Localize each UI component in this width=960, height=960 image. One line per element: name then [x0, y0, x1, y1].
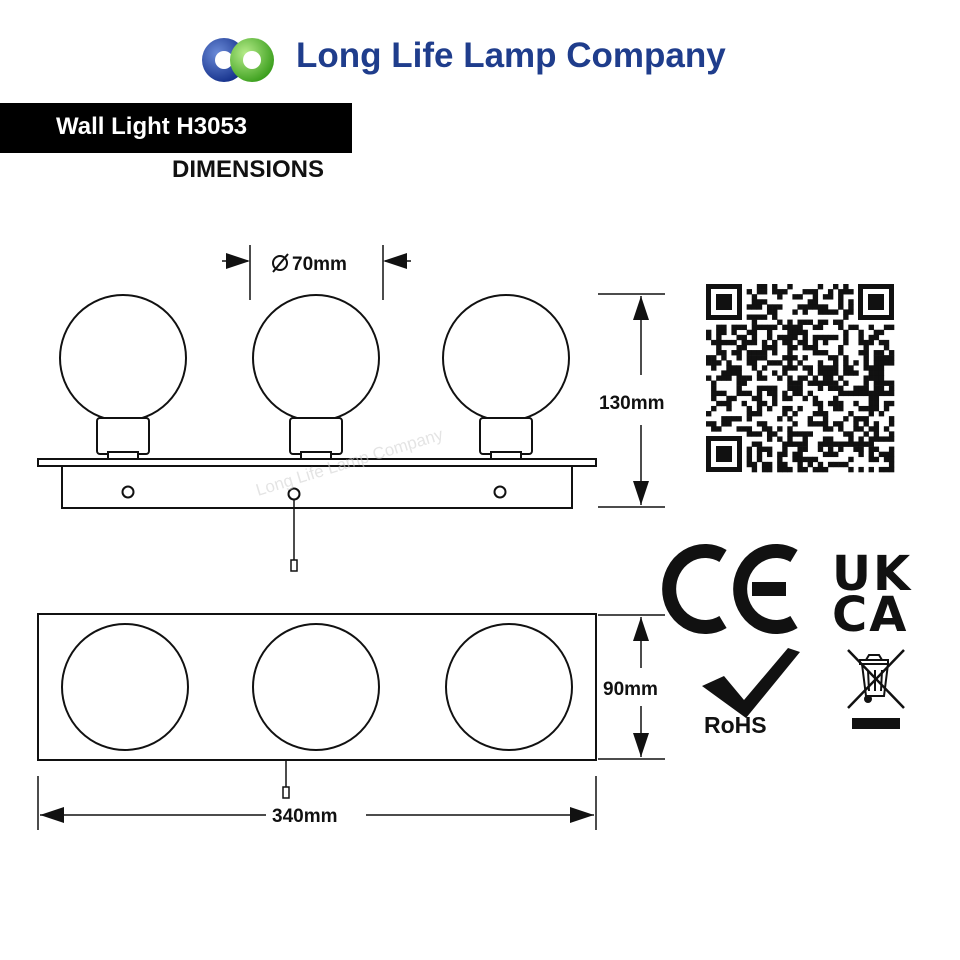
globe-shade-3 [442, 294, 570, 422]
ukca-mark-icon: UK CA [832, 546, 912, 643]
screw-hole-middle [287, 487, 301, 501]
ukca-bottom-text: CA [832, 587, 908, 643]
section-title: DIMENSIONS [172, 156, 325, 183]
depth-dimension [598, 614, 665, 760]
lamp-holder-3 [479, 417, 533, 455]
globe-shade-2 [252, 294, 380, 422]
front-elevation [37, 294, 597, 572]
product-title: Wall Light H3053 [56, 113, 248, 140]
qr-code-icon [704, 282, 896, 474]
width-label: 340mm [272, 806, 338, 827]
brand-name: Long Life Lamp Company [296, 36, 726, 75]
height-label: 130mm [599, 393, 665, 414]
lamp-holder-1 [96, 417, 150, 455]
globe-shade-1 [59, 294, 187, 422]
diameter-symbol-icon [272, 253, 289, 273]
height-dimension [598, 293, 665, 508]
backplate-body [61, 465, 573, 509]
screw-hole-left [121, 485, 135, 499]
top-view-shade-1 [61, 623, 189, 751]
rohs-mark-icon: RoHS [702, 648, 800, 738]
diameter-dimension [222, 245, 411, 300]
depth-label: 90mm [603, 679, 658, 700]
lamp-holder-2 [289, 417, 343, 455]
top-view [37, 613, 597, 799]
brand-logo-icon [202, 38, 274, 82]
title-bar [0, 103, 352, 153]
ukca-top-text: UK [832, 546, 912, 602]
weee-bin-icon [847, 649, 905, 729]
screw-hole-right [493, 485, 507, 499]
rohs-label: RoHS [704, 712, 767, 738]
top-view-shade-2 [252, 623, 380, 751]
diameter-label: 70mm [292, 254, 347, 275]
pull-cord-toggle [290, 559, 298, 572]
ce-mark-icon [662, 544, 798, 634]
top-view-shade-3 [445, 623, 573, 751]
width-dimension [37, 776, 597, 830]
top-view-cord-toggle [282, 786, 290, 799]
